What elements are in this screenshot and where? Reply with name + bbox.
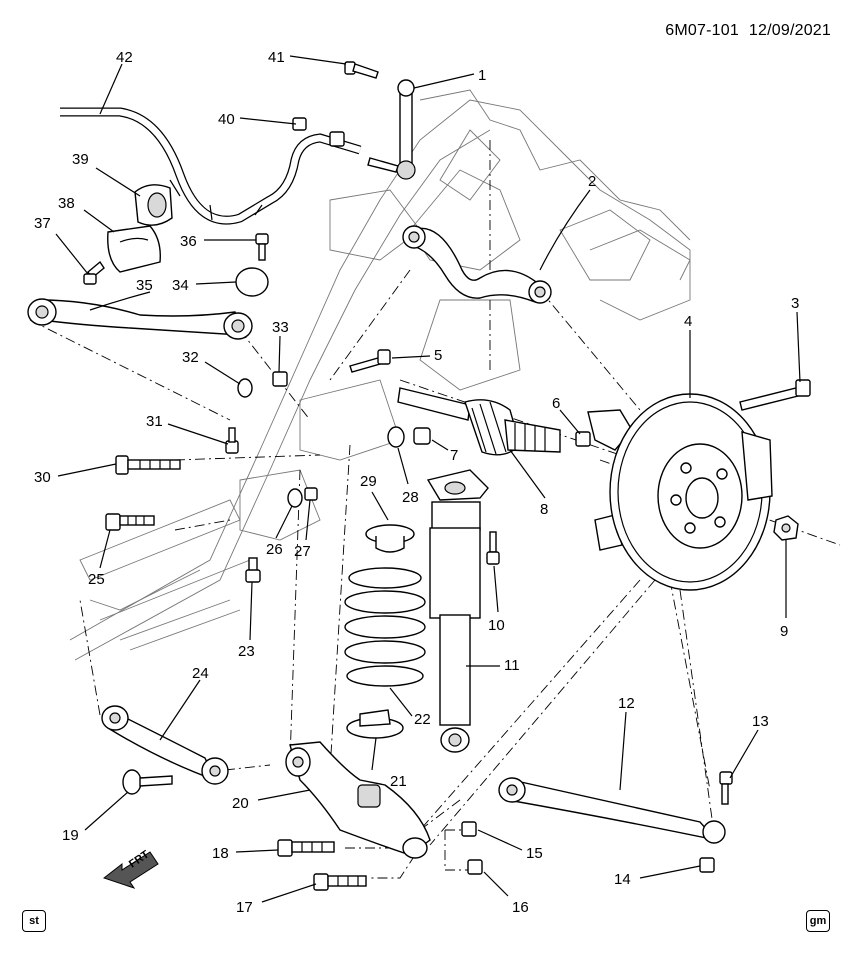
bolt-5 xyxy=(349,349,391,373)
callout-14: 14 xyxy=(614,871,631,888)
bolt-17 xyxy=(313,873,367,891)
callout-11: 11 xyxy=(504,657,520,674)
callout-2: 2 xyxy=(588,173,596,190)
spring-insulator-lower-21 xyxy=(346,709,404,739)
nut-27 xyxy=(304,487,318,501)
bolt-19 xyxy=(122,769,173,795)
nut-33 xyxy=(272,371,288,387)
nut-6 xyxy=(575,431,591,447)
callout-38: 38 xyxy=(58,195,75,212)
callout-37: 37 xyxy=(34,215,51,232)
callout-3: 3 xyxy=(791,295,799,312)
callout-23: 23 xyxy=(238,643,255,660)
nut-16 xyxy=(467,859,483,875)
callout-25: 25 xyxy=(88,571,105,588)
link-lower-bolt xyxy=(329,131,399,173)
stabilizer-bracket xyxy=(107,225,161,273)
bolt-23 xyxy=(245,557,261,583)
callout-10: 10 xyxy=(488,617,505,634)
front-direction-arrow: FRT xyxy=(102,848,159,889)
callout-13: 13 xyxy=(752,713,769,730)
callout-39: 39 xyxy=(72,151,89,168)
callout-4: 4 xyxy=(684,313,692,330)
bolt-13 xyxy=(719,771,733,805)
callout-42: 42 xyxy=(116,49,133,66)
toe-link-12 xyxy=(498,777,726,844)
upper-control-arm-35 xyxy=(27,298,253,340)
callout-12: 12 xyxy=(618,695,635,712)
callout-34: 34 xyxy=(172,277,189,294)
callout-numbers: 1 2 3 4 5 6 7 8 9 10 11 12 13 14 15 16 1… xyxy=(34,49,799,916)
lower-control-arm-20 xyxy=(285,741,431,859)
callout-35: 35 xyxy=(136,277,153,294)
gm-logo-badge: gm xyxy=(806,910,830,932)
cap-bolt-36 xyxy=(255,233,269,261)
stabilizer-link xyxy=(396,79,416,180)
callout-22: 22 xyxy=(414,711,431,728)
cap-34 xyxy=(235,267,269,297)
callout-29: 29 xyxy=(360,473,377,490)
callout-32: 32 xyxy=(182,349,199,366)
st-badge: st xyxy=(22,910,46,932)
callout-18: 18 xyxy=(212,845,229,862)
callout-41: 41 xyxy=(268,49,285,66)
diagram-code: 6M07-101 xyxy=(665,22,739,39)
link-bolt-41 xyxy=(344,61,379,79)
callout-26: 26 xyxy=(266,541,283,558)
callout-5: 5 xyxy=(434,347,442,364)
drive-axle-8 xyxy=(397,387,561,456)
callout-17: 17 xyxy=(236,899,253,916)
bolt-10 xyxy=(486,531,500,565)
callout-20: 20 xyxy=(232,795,249,812)
washer-32 xyxy=(237,378,253,398)
callout-28: 28 xyxy=(402,489,419,506)
callout-8: 8 xyxy=(540,501,548,518)
nut-14 xyxy=(699,857,715,873)
bolt-3 xyxy=(739,379,811,411)
spring-insulator-upper-29 xyxy=(365,524,415,553)
washer-26 xyxy=(287,488,303,508)
nut-7 xyxy=(413,427,431,445)
bolt-30 xyxy=(115,455,181,475)
washer-28 xyxy=(387,426,405,448)
diagram-date: 12/09/2021 xyxy=(748,22,831,39)
callout-7: 7 xyxy=(450,447,458,464)
bracket-bolt-37 xyxy=(83,260,105,285)
callout-15: 15 xyxy=(526,845,543,862)
shock-absorber-11 xyxy=(426,469,489,753)
bolt-18 xyxy=(277,839,335,857)
stabilizer-bar xyxy=(60,107,362,225)
bolt-25 xyxy=(105,513,155,531)
callout-leaders xyxy=(55,55,801,903)
callout-36: 36 xyxy=(180,233,197,250)
callout-19: 19 xyxy=(62,827,79,844)
callout-30: 30 xyxy=(34,469,51,486)
callout-9: 9 xyxy=(780,623,788,640)
callout-16: 16 xyxy=(512,899,529,916)
coil-spring-22 xyxy=(344,567,426,687)
callout-27: 27 xyxy=(294,543,311,560)
callout-24: 24 xyxy=(192,665,209,682)
nut-15 xyxy=(461,821,477,837)
upper-control-arm-2 xyxy=(402,225,552,304)
callout-31: 31 xyxy=(146,413,163,430)
diagram-header: 6M07-101 12/09/2021 xyxy=(655,22,831,40)
hub-nut-9 xyxy=(773,515,799,541)
callout-1: 1 xyxy=(478,67,486,84)
stabilizer-bushing xyxy=(134,184,173,226)
callout-6: 6 xyxy=(552,395,560,412)
lower-link-24 xyxy=(101,705,229,785)
knuckle-hub-rotor xyxy=(587,393,773,591)
callout-33: 33 xyxy=(272,319,289,336)
bolt-31 xyxy=(225,427,239,454)
callout-21: 21 xyxy=(390,773,407,790)
callout-40: 40 xyxy=(218,111,235,128)
